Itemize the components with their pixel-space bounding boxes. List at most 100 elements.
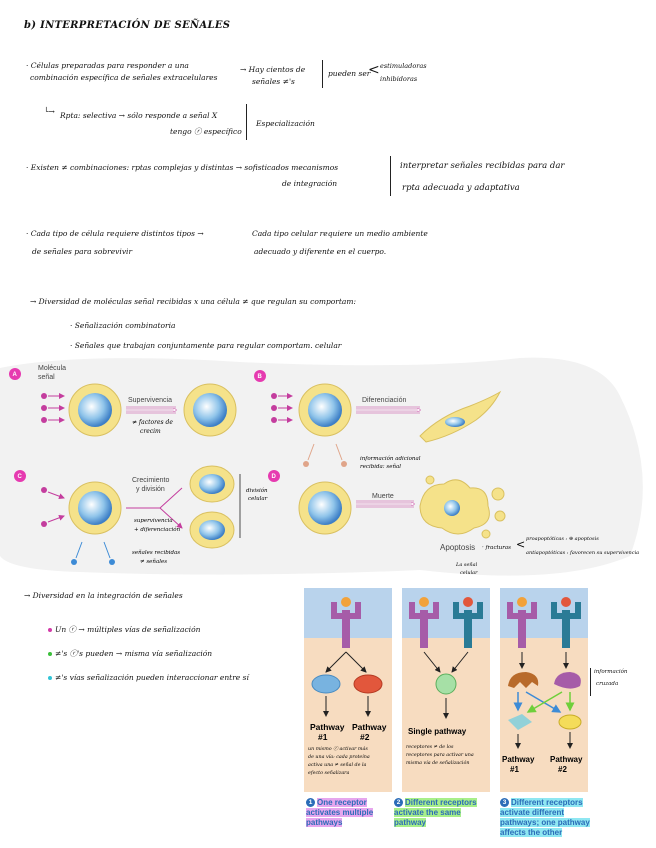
cell [189, 465, 235, 503]
differentiated-cell [419, 390, 502, 443]
note-line: recibida: señal [360, 463, 401, 470]
process-arrow [126, 487, 182, 528]
note-line: ≠ señales [140, 558, 167, 565]
note-line: de integración [282, 179, 338, 188]
survival-label: Supervivencia [128, 397, 172, 404]
bullet-item: Un ⓡ → múltiples vías de señalización [48, 624, 200, 636]
note-line: interpretar señales recibidas para dar [400, 161, 565, 171]
caption-text: pathways; one pathway [500, 818, 590, 827]
growth-label: Crecimiento [132, 477, 169, 484]
note-line: señales recibidas [132, 549, 180, 556]
note-line: → Hay cientos de [240, 65, 306, 74]
caption-text: pathway [394, 818, 427, 827]
note-line: Cada tipo celular requiere un medio ambi… [252, 229, 428, 238]
pathway-label: Pathway [502, 755, 535, 764]
note-line: antiapoptóticas : favorecen su supervive… [526, 549, 639, 556]
note-line: · Células preparadas para responder a un… [26, 61, 189, 70]
panel-marker [254, 370, 266, 382]
panel-one-receptor [304, 588, 392, 792]
page-title: b) INTERPRETACIÓN DE SEÑALES [24, 20, 231, 31]
note-line: misma vía de señalización [406, 759, 469, 766]
caption-text: Different receptors [405, 798, 477, 807]
pathway-label: Pathway [352, 722, 387, 732]
note-line: · Señales que trabajan conjuntamente par… [70, 341, 342, 350]
panel-marker [9, 368, 21, 380]
note-line: adecuado y diferente en el cuerpo. [254, 247, 387, 256]
pathway-label: Pathway [550, 755, 583, 764]
note-line: estimuladoras [380, 62, 427, 70]
molecule-label: Molécula [38, 365, 66, 372]
pathway-label: Pathway [310, 722, 345, 732]
caption-text: activate the same [394, 808, 461, 817]
caption-number: 3 [500, 798, 509, 807]
brace [590, 668, 591, 696]
bullet-dot [48, 628, 52, 632]
note-line: división [246, 487, 268, 494]
signal-molecules [271, 393, 293, 423]
brace [322, 60, 323, 88]
growth-label: y división [136, 486, 165, 493]
note-line: cruzada [596, 681, 619, 687]
note-line: · Señalización combinatoria [70, 321, 176, 330]
note-line: < [368, 62, 380, 78]
extra-signal-molecules [303, 443, 347, 467]
note-line: supervivencia [134, 518, 173, 524]
note-line: + diferenciación [134, 526, 181, 533]
molecule-label: señal [38, 374, 55, 381]
caption-text: activates multiple [306, 808, 374, 817]
cell [298, 481, 352, 535]
note-line: efecto señalizara [308, 769, 349, 776]
note-line: ≠ factores de [132, 419, 173, 426]
cell [183, 383, 237, 437]
pathway-label: Single pathway [408, 727, 467, 736]
note-line: información [594, 669, 628, 675]
note-arrow: └→ [44, 107, 55, 116]
differentiation-label: Diferenciación [362, 397, 406, 404]
note-line: < [516, 538, 525, 551]
note-line: · fracturas [482, 545, 511, 551]
panel-different-pathways [500, 588, 588, 792]
pathway-label: #2 [360, 732, 370, 742]
panel-number: A [13, 372, 18, 378]
cell-fate-figure: A Molécula señal Supervivencia ≠ factore… [0, 357, 643, 576]
panel-number: D [272, 474, 277, 480]
panel-different-receptors-same-pathway [402, 588, 490, 792]
cell [298, 383, 352, 437]
panel-marker [14, 470, 26, 482]
caption-text: Different receptors [511, 798, 583, 807]
caption-number: 1 [306, 798, 315, 807]
note-line: tengo ⓡ específico [170, 127, 242, 136]
brace [390, 156, 391, 196]
panel-number: C [18, 474, 23, 480]
caption-text: activate different [500, 808, 565, 817]
panel-number: B [258, 374, 263, 380]
note-line: proapoptóticas : ⊕ apoptosis [526, 535, 599, 542]
note-line: señales ≠'s [252, 77, 295, 86]
note-line: → Diversidad en la integración de señale… [24, 591, 183, 600]
apoptosis-label: Apoptosis [440, 543, 475, 552]
signal-integration-figure: Pathway #1 Pathway #2 un mismo ⓡ activar… [304, 588, 588, 792]
bullet-item: ≠'s ⓡ's pueden → misma vía señalización [48, 648, 212, 660]
note-line: información adicional [360, 455, 421, 462]
pathway-label: #1 [510, 765, 519, 774]
note-line: Rpta: selectiva → sólo responde a señal … [60, 111, 218, 120]
note-line: receptores ≠ de los [406, 744, 454, 750]
bullet-text: Un ⓡ → múltiples vías de señalización [55, 625, 201, 634]
bullet-dot [48, 676, 52, 680]
note-line: → Diversidad de moléculas señal recibida… [30, 297, 356, 306]
cell [68, 383, 122, 437]
note-line: La señal [455, 561, 478, 568]
note-line: · Existen ≠ combinaciones: rptas complej… [26, 163, 339, 172]
bullet-text: ≠'s ⓡ's pueden → misma vía señalización [55, 649, 213, 658]
bullet-item: ≠'s vías señalización pueden interaccion… [48, 672, 249, 684]
cell [189, 511, 235, 549]
note-line: de una vía: cada proteína [308, 753, 370, 760]
brace [246, 104, 247, 140]
note-line: · Cada tipo de célula requiere distintos… [26, 229, 204, 238]
bullet-dot [48, 652, 52, 656]
note-line: un mismo ⓡ activar más [308, 745, 368, 752]
note-line: celular [248, 496, 268, 502]
